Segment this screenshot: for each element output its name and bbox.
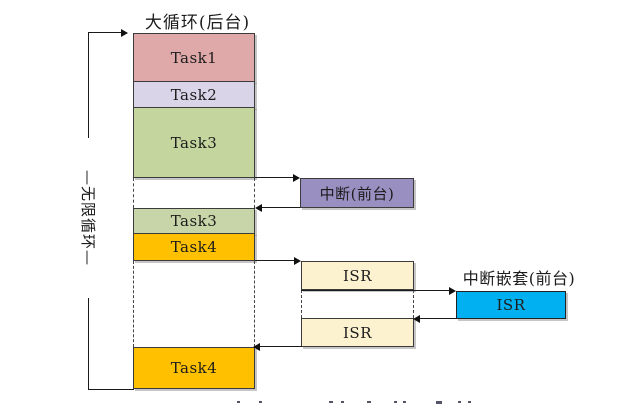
task1-label: Task1 <box>170 48 218 67</box>
isr1-label: ISR <box>343 266 372 285</box>
arrow-to-interrupt-head-icon <box>293 174 300 182</box>
task2-label: Task2 <box>170 85 218 104</box>
isr-box-first: ISR <box>301 261 414 290</box>
arrow-from-isr2-head-icon <box>253 343 260 351</box>
background-loop-title: 大循环(后台) <box>144 13 251 33</box>
task-box-task2: Task2 <box>133 81 255 108</box>
task4-resumed-label: Task4 <box>170 359 218 377</box>
isr-box-resumed: ISR <box>301 318 414 347</box>
nested-interrupt-title: 中断嵌套(前台) <box>462 269 576 288</box>
task-box-task1: Task1 <box>133 33 255 82</box>
task3-resumed-label: Task3 <box>170 212 218 230</box>
task-box-task4-first: Task4 <box>133 233 255 261</box>
loop-top-line <box>88 32 121 33</box>
dashed-guide-gap1-left <box>133 178 134 208</box>
arrow-from-nested-isr-line <box>420 318 457 319</box>
dashed-guide-gap2-left <box>133 261 134 347</box>
nested-isr-box: ISR <box>456 291 566 319</box>
dashed-guide-gap1-right <box>254 178 255 208</box>
task4-label: Task4 <box>170 238 218 256</box>
arrow-to-isr1-line <box>255 260 294 261</box>
arrow-from-nested-isr-head-icon <box>413 315 420 323</box>
interrupt-label: 中断(前台) <box>319 184 395 203</box>
arrow-from-interrupt-line <box>262 207 300 208</box>
nested-isr-label: ISR <box>496 296 526 314</box>
arrow-to-nested-isr-head-icon <box>449 287 456 295</box>
arrow-to-interrupt-line <box>255 177 293 178</box>
arrow-to-isr1-head-icon <box>294 257 301 265</box>
arrow-to-nested-isr-line <box>301 290 449 291</box>
isr2-label: ISR <box>343 323 372 342</box>
dashed-guide-gap2-right <box>254 261 255 347</box>
cropped-caption-fragment <box>230 401 500 405</box>
dashed-guide-isr-gap-right <box>413 290 414 318</box>
task-box-task4-resumed: Task4 <box>133 347 255 389</box>
arrow-from-interrupt-head-icon <box>255 204 262 212</box>
task-box-task3-first: Task3 <box>133 107 255 178</box>
task-box-task3-resumed: Task3 <box>133 208 255 234</box>
infinite-loop-label: —无限循环— <box>79 138 97 298</box>
interrupt-foreground-box: 中断(前台) <box>300 178 414 208</box>
loop-bottom-line <box>88 389 134 390</box>
dashed-guide-isr-gap-left <box>301 290 302 318</box>
arrow-from-isr2-line <box>260 346 302 347</box>
loop-top-arrowhead-icon <box>121 29 128 37</box>
task3-label: Task3 <box>170 133 218 152</box>
